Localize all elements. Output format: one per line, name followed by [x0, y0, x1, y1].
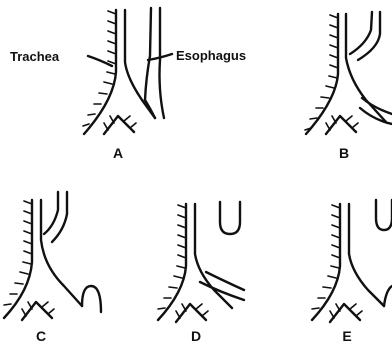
panel-c: C [4, 192, 101, 344]
esophagus-upper-pouch [220, 202, 240, 234]
trachea-left-wall [4, 200, 32, 318]
panel-e: E [312, 200, 392, 344]
esophagus-upper-pouch [376, 200, 392, 230]
panel-b: B [305, 12, 392, 161]
panel-letter: A [113, 145, 123, 161]
esophagus-right-wall [160, 8, 165, 118]
carina [326, 116, 356, 134]
carina [176, 304, 206, 322]
trachea-right-wall [349, 204, 384, 306]
trachea-left-wall [312, 204, 340, 320]
trachea-label: Trachea [10, 49, 60, 64]
trachea-left-wall [158, 204, 186, 320]
fistula-loop [145, 100, 155, 118]
panel-a: Trachea Esophagus A [10, 8, 246, 161]
panel-letter: C [36, 328, 46, 344]
esophagus-upper-right [52, 192, 67, 242]
carina [104, 116, 134, 134]
esophagus-label: Esophagus [176, 48, 246, 63]
panel-letter: E [342, 328, 351, 344]
esophagus-upper-left [44, 192, 58, 234]
cartilage-hatching [312, 205, 362, 318]
cartilage-hatching [158, 205, 208, 318]
carina [22, 302, 52, 320]
esophagus-lower-pouch [384, 286, 392, 306]
panel-d: D [158, 202, 244, 344]
trachea-right-wall [41, 200, 82, 306]
esophagus-left-wall [145, 8, 151, 100]
esophagus-lower-pouch [82, 286, 101, 312]
trachea-left-wall [306, 14, 338, 134]
panel-letter: B [339, 145, 349, 161]
panel-letter: D [191, 328, 201, 344]
carina [330, 304, 360, 322]
esophagus-upper-left [350, 12, 372, 54]
